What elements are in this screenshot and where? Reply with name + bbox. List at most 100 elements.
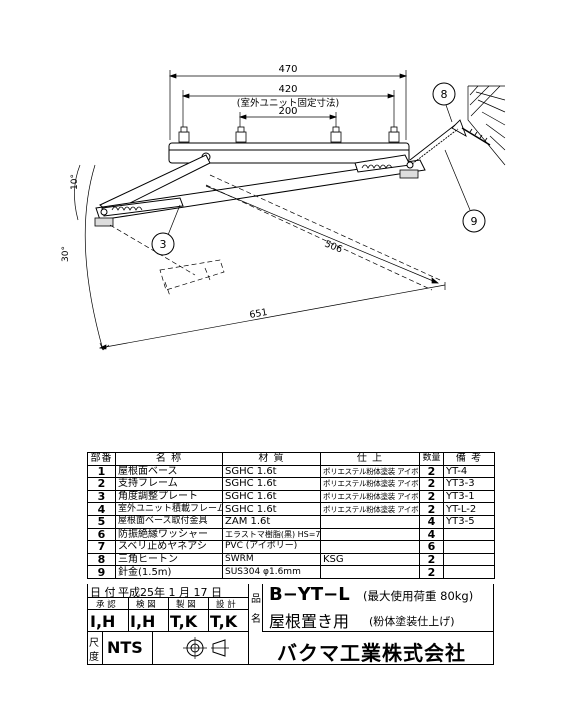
part-finish — [320, 514, 420, 529]
angle-small-label: 10° — [70, 174, 80, 190]
part-note: YT3-5 — [443, 514, 495, 529]
part-note — [443, 540, 495, 554]
dim-arm-length: 506 — [323, 239, 344, 256]
part-qty: 2 — [419, 464, 444, 479]
design-label: 設 計 — [216, 600, 236, 610]
header-part-no: 部番 — [87, 452, 116, 466]
product-name: 屋根置き用 — [269, 612, 350, 631]
hinmei-label-1: 品 — [251, 594, 261, 605]
part-finish: ポリエステル粉体塗装 アイボリー — [320, 477, 420, 491]
part-qty: 2 — [419, 565, 444, 579]
part-finish: ポリエステル粉体塗装 アイボリー — [320, 502, 420, 516]
date-value: 平成25年 1 月 17 日 — [118, 586, 222, 599]
support-frame — [95, 154, 426, 221]
angle-large-label: 30° — [61, 246, 71, 262]
part-material: SGHC 1.6t — [222, 502, 321, 516]
part-name: スベリ止めヤネアシ — [115, 540, 223, 554]
part-no: 9 — [87, 565, 116, 579]
scale-label: 尺 度 — [88, 632, 102, 665]
part-note: YT-4 — [443, 464, 495, 479]
part-material: SWRM — [222, 552, 321, 567]
part-name: 室外ユニット積載フレーム — [115, 502, 223, 516]
third-angle-projection-icon — [183, 637, 229, 659]
part-note: YT-L-2 — [443, 502, 495, 516]
title-block: 日 付 平成25年 1 月 17 日 承 認 検 図 製 図 設 計 I,H I… — [87, 584, 494, 665]
dim-inner-span: 200 — [278, 106, 297, 117]
part-no: 2 — [87, 477, 116, 491]
assembly-drawing: 470 420 (室外ユニット固定寸法) 200 10° 30° — [61, 64, 506, 351]
draft-label: 製 図 — [176, 600, 196, 610]
part-finish: KSG — [320, 552, 420, 567]
part-qty: 2 — [419, 489, 444, 504]
part-no: 8 — [87, 552, 116, 567]
part-no: 6 — [87, 527, 116, 542]
roof-feet — [94, 169, 419, 227]
mount-bolts — [178, 126, 400, 143]
max-load: (最大使用荷重 80kg) — [363, 589, 474, 603]
date-label: 日 付 — [90, 586, 116, 599]
roof-hatch — [467, 85, 506, 166]
dimension-lines — [168, 70, 408, 140]
part-finish: ポリエステル粉体塗装 アイボリー — [320, 489, 420, 504]
hinmei-label-2: 名 — [251, 614, 261, 625]
alt-position-outline — [109, 174, 441, 297]
projection-symbol — [152, 632, 248, 665]
header-note: 備 考 — [443, 452, 495, 466]
part-no: 1 — [87, 464, 116, 479]
check-label: 検 図 — [136, 600, 156, 610]
draft-value: T,K — [170, 612, 198, 631]
callout-9: 9 — [444, 149, 486, 233]
scale-label-2: 度 — [89, 652, 99, 663]
part-no: 4 — [87, 502, 116, 516]
date-row: 日 付 平成25年 1 月 17 日 — [88, 584, 248, 599]
design-value: T,K — [210, 612, 238, 631]
part-name: 三角ヒートン — [115, 552, 223, 567]
wire-and-hook — [409, 119, 491, 165]
part-material: エラストマ樹脂(黒) HS=70° — [222, 527, 321, 542]
scale-label-1: 尺 — [89, 638, 99, 649]
part-qty: 6 — [419, 540, 444, 554]
header-material: 材 質 — [222, 452, 321, 466]
part-qty: 4 — [419, 514, 444, 529]
callout-8: 8 — [432, 82, 456, 123]
header-finish: 仕 上 — [320, 452, 420, 466]
part-note — [443, 527, 495, 542]
adjust-slots — [111, 164, 393, 211]
company-name: バクマ工業株式会社 — [277, 641, 466, 665]
angle-arcs — [74, 164, 110, 351]
hinmei-label: 品 名 — [248, 584, 262, 632]
part-name: 角度調整プレート — [115, 489, 223, 504]
approve-label: 承 認 — [96, 600, 116, 610]
svg-text:9: 9 — [471, 215, 478, 228]
part-no: 3 — [87, 489, 116, 504]
part-material: SGHC 1.6t — [222, 464, 321, 479]
part-name: 支持フレーム — [115, 477, 223, 491]
part-material: ZAM 1.6t — [222, 514, 321, 529]
part-name: 屋根面ベース — [115, 464, 223, 479]
loading-frame — [168, 142, 410, 164]
part-finish — [320, 540, 420, 554]
part-note: YT3-1 — [443, 489, 495, 504]
dim-mount-note: (室外ユニット固定寸法) — [237, 97, 339, 109]
sign-labels-row: 承 認 検 図 製 図 設 計 — [88, 598, 248, 610]
part-finish — [320, 565, 420, 579]
dim-overall-width: 470 — [278, 64, 297, 75]
part-note — [443, 565, 495, 579]
sign-values-row: I,H I,H T,K T,K — [88, 610, 248, 632]
product-name-area: B−YT−L (最大使用荷重 80kg) 屋根置き用 (粉体塗装仕上げ) — [262, 584, 494, 632]
part-note: YT3-3 — [443, 477, 495, 491]
check-value: I,H — [130, 612, 156, 631]
part-qty: 2 — [419, 502, 444, 516]
part-material: SGHC 1.6t — [222, 489, 321, 504]
finish-note: (粉体塗装仕上げ) — [369, 615, 455, 628]
parts-header-row: 部番 名 称 材 質 仕 上 数量 備 考 — [87, 452, 495, 466]
part-note — [443, 552, 495, 567]
dim-base-length: 651 — [249, 307, 269, 321]
part-no: 7 — [87, 540, 116, 554]
